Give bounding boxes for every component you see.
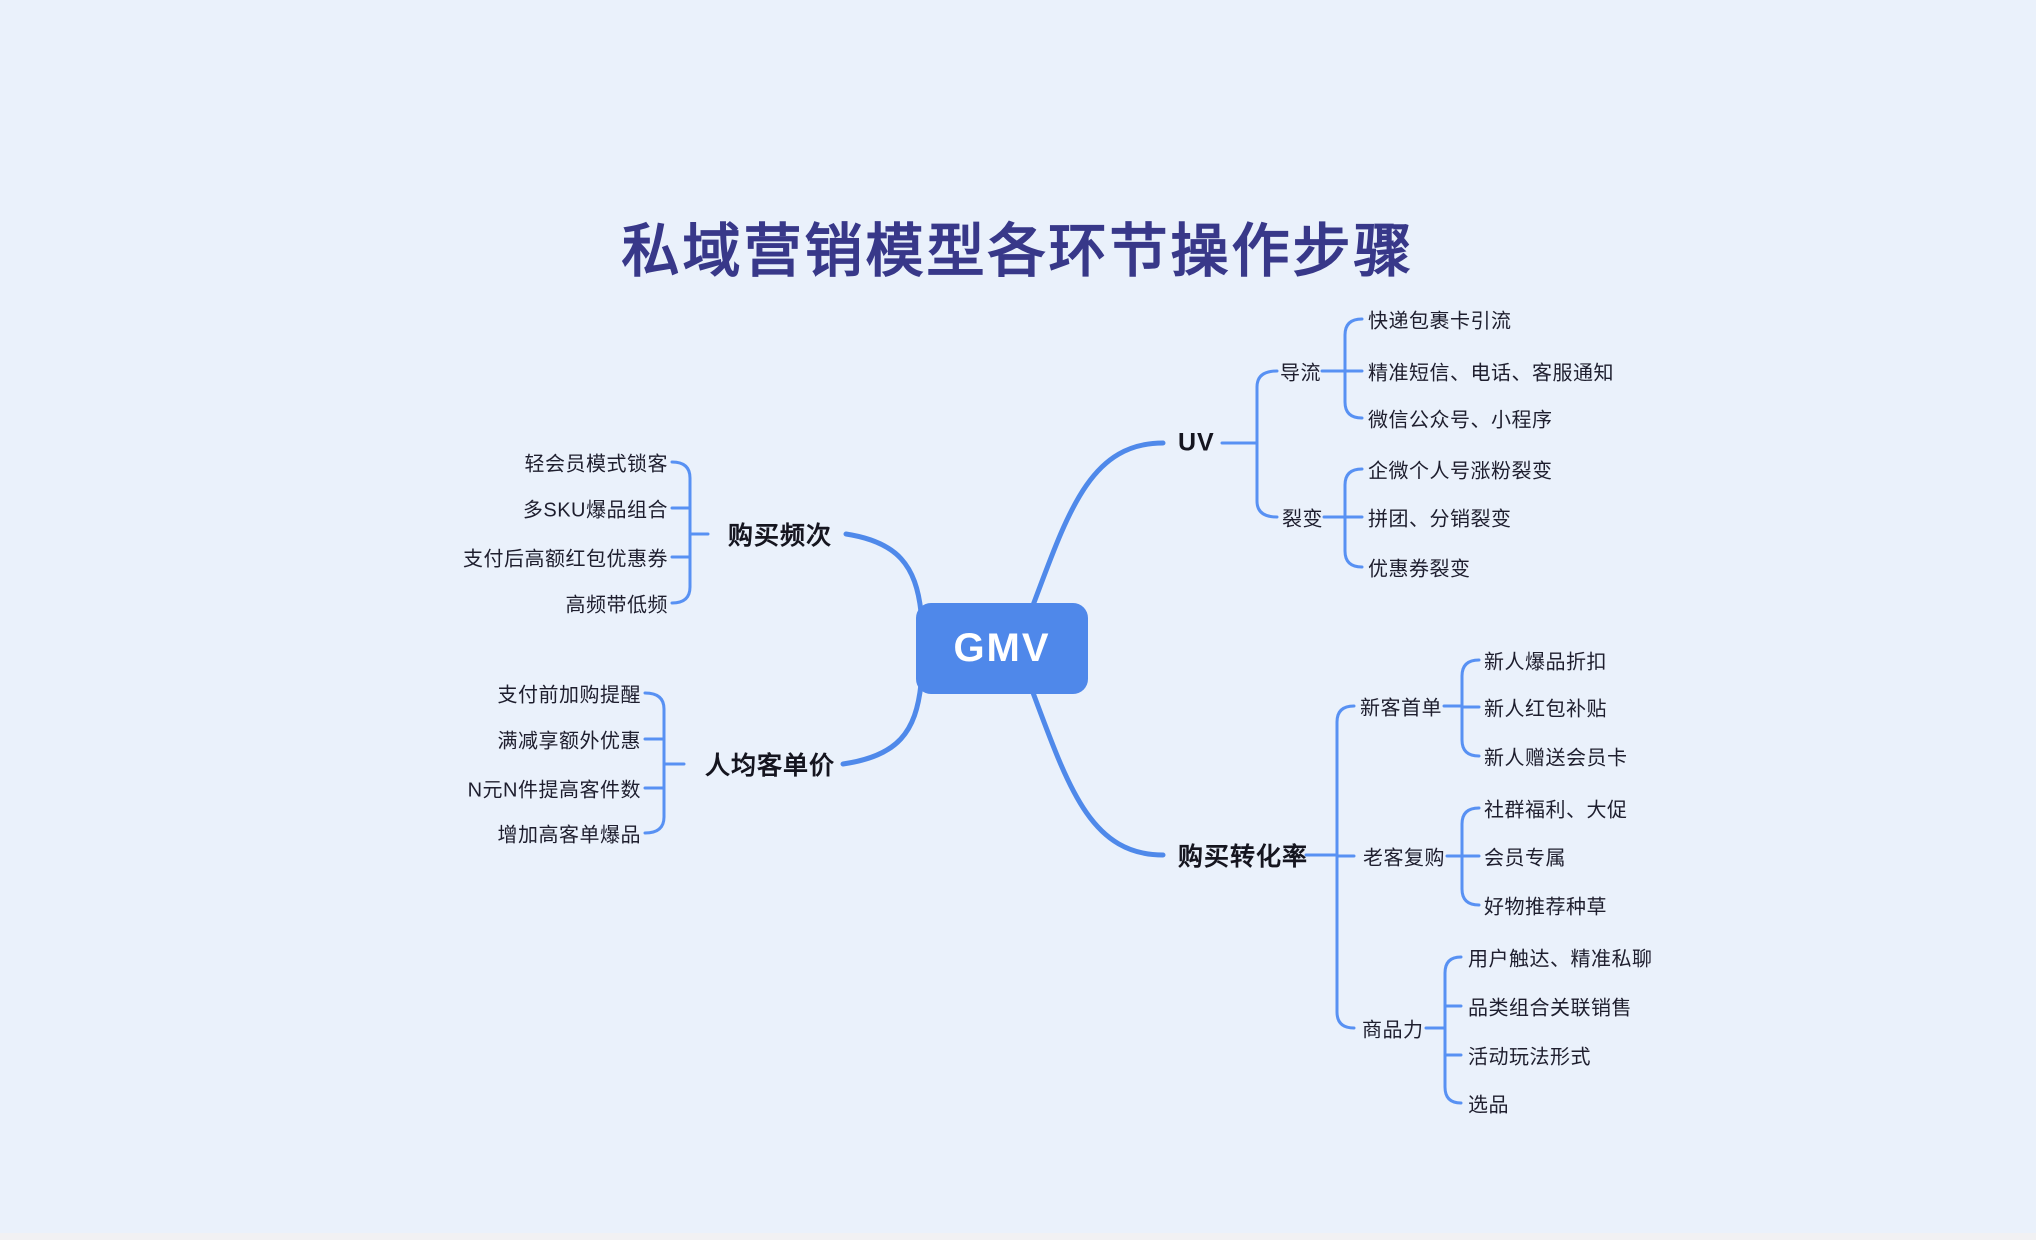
leaf-n-yuan-n-items[interactable]: N元N件提高客件数 (467, 779, 641, 802)
leaf-activity-gameplay-format[interactable]: 活动玩法形式 (1468, 1046, 1591, 1069)
leaf-newcomer-hit-discount[interactable]: 新人爆品折扣 (1484, 651, 1607, 674)
curve-root-to-purchase-frequency (843, 531, 924, 615)
leaf-newcomer-red-packet-subsidy[interactable]: 新人红包补贴 (1484, 698, 1607, 721)
bottom-edge-strip (0, 1233, 2036, 1240)
leaf-user-reach-private-chat[interactable]: 用户触达、精准私聊 (1468, 948, 1653, 971)
leaf-coupon-fission[interactable]: 优惠券裂变 (1368, 558, 1471, 581)
leaf-package-card-traffic[interactable]: 快递包裹卡引流 (1368, 310, 1512, 333)
page-title: 私域营销模型各环节操作步骤 (621, 219, 1415, 284)
leaf-group-buy-distribution-fission[interactable]: 拼团、分销裂变 (1368, 508, 1512, 531)
subtopic-fission[interactable]: 裂变 (1282, 508, 1323, 531)
leaf-member-exclusive[interactable]: 会员专属 (1484, 847, 1566, 870)
branch-purchase-frequency[interactable]: 购买频次 (728, 522, 833, 550)
leaf-category-combo-cross-sell[interactable]: 品类组合关联销售 (1468, 997, 1632, 1020)
leaf-spend-threshold-discount[interactable]: 满减享额外优惠 (497, 730, 641, 753)
leaf-community-benefits-promo[interactable]: 社群福利、大促 (1484, 799, 1628, 822)
leaf-post-pay-red-packet-coupon[interactable]: 支付后高额红包优惠券 (463, 548, 668, 571)
branch-uv[interactable]: UV (1178, 428, 1215, 457)
branch-avg-order-value[interactable]: 人均客单价 (705, 752, 836, 780)
subtopic-repeat-purchase[interactable]: 老客复购 (1363, 847, 1445, 870)
leaf-wechat-official-miniprogram[interactable]: 微信公众号、小程序 (1368, 409, 1553, 432)
subtopic-product-power[interactable]: 商品力 (1362, 1019, 1424, 1042)
leaf-product-selection[interactable]: 选品 (1468, 1094, 1509, 1117)
curve-root-to-avg-order-value (840, 681, 924, 767)
subtopic-new-customer-first-order[interactable]: 新客首单 (1360, 697, 1442, 720)
leaf-high-freq-drives-low-freq[interactable]: 高频带低频 (565, 594, 668, 617)
leaf-multi-sku-combo[interactable]: 多SKU爆品组合 (522, 499, 668, 522)
curve-root-to-uv (1029, 440, 1166, 611)
root-node-gmv[interactable]: GMV (916, 603, 1088, 694)
branch-conversion-rate[interactable]: 购买转化率 (1178, 843, 1309, 871)
subtopic-traffic-diversion[interactable]: 导流 (1280, 362, 1321, 385)
leaf-add-high-ticket-hits[interactable]: 增加高客单爆品 (497, 824, 641, 847)
leaf-pre-pay-addon-reminder[interactable]: 支付前加购提醒 (497, 684, 641, 707)
leaf-sms-phone-service-notice[interactable]: 精准短信、电话、客服通知 (1368, 362, 1614, 385)
leaf-product-recommendation-seeding[interactable]: 好物推荐种草 (1484, 896, 1607, 919)
leaf-wecom-follower-fission[interactable]: 企微个人号涨粉裂变 (1368, 460, 1553, 483)
leaf-light-membership-lock[interactable]: 轻会员模式锁客 (524, 453, 668, 476)
leaf-newcomer-free-member-card[interactable]: 新人赠送会员卡 (1484, 747, 1628, 770)
curve-root-to-conversion (1029, 687, 1166, 858)
